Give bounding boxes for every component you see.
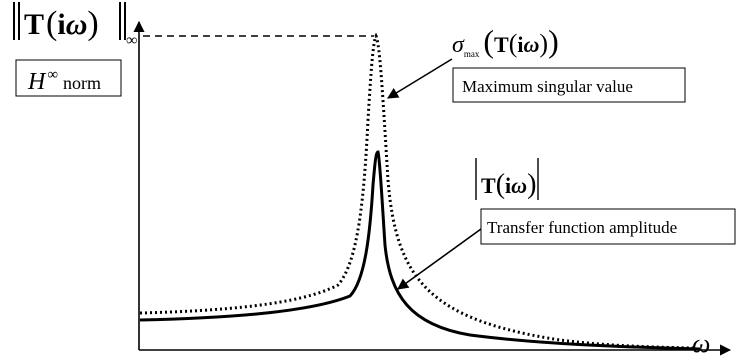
x-axis-label: ω [692, 329, 710, 356]
max-singular-value-curve [139, 32, 696, 350]
svg-text:T(iω): T(iω) [481, 169, 536, 200]
abs-transfer-label: T(iω) [475, 158, 539, 200]
svg-text:T(iω): T(iω) [24, 5, 99, 42]
norm-symbol: T(iω) ∞ [13, 2, 137, 49]
transfer-amplitude-box [480, 208, 736, 245]
transfer-function-amplitude-curve [139, 150, 701, 351]
hinf-norm-box [15, 59, 122, 97]
transfer-amplitude-text: Transfer function amplitude [487, 218, 677, 237]
sigma-pointer-arrow [387, 58, 453, 99]
svg-text:∞: ∞ [126, 32, 137, 49]
svg-text:σmax(T(iω)): σmax(T(iω)) [452, 23, 559, 59]
max-singular-value-box [452, 67, 686, 103]
abs-pointer-arrow [397, 228, 482, 290]
sigma-max-label: σmax(T(iω)) [452, 23, 559, 59]
hinf-norm-label: H∞norm [27, 67, 101, 95]
max-singular-value-text: Maximum singular value [462, 77, 633, 96]
